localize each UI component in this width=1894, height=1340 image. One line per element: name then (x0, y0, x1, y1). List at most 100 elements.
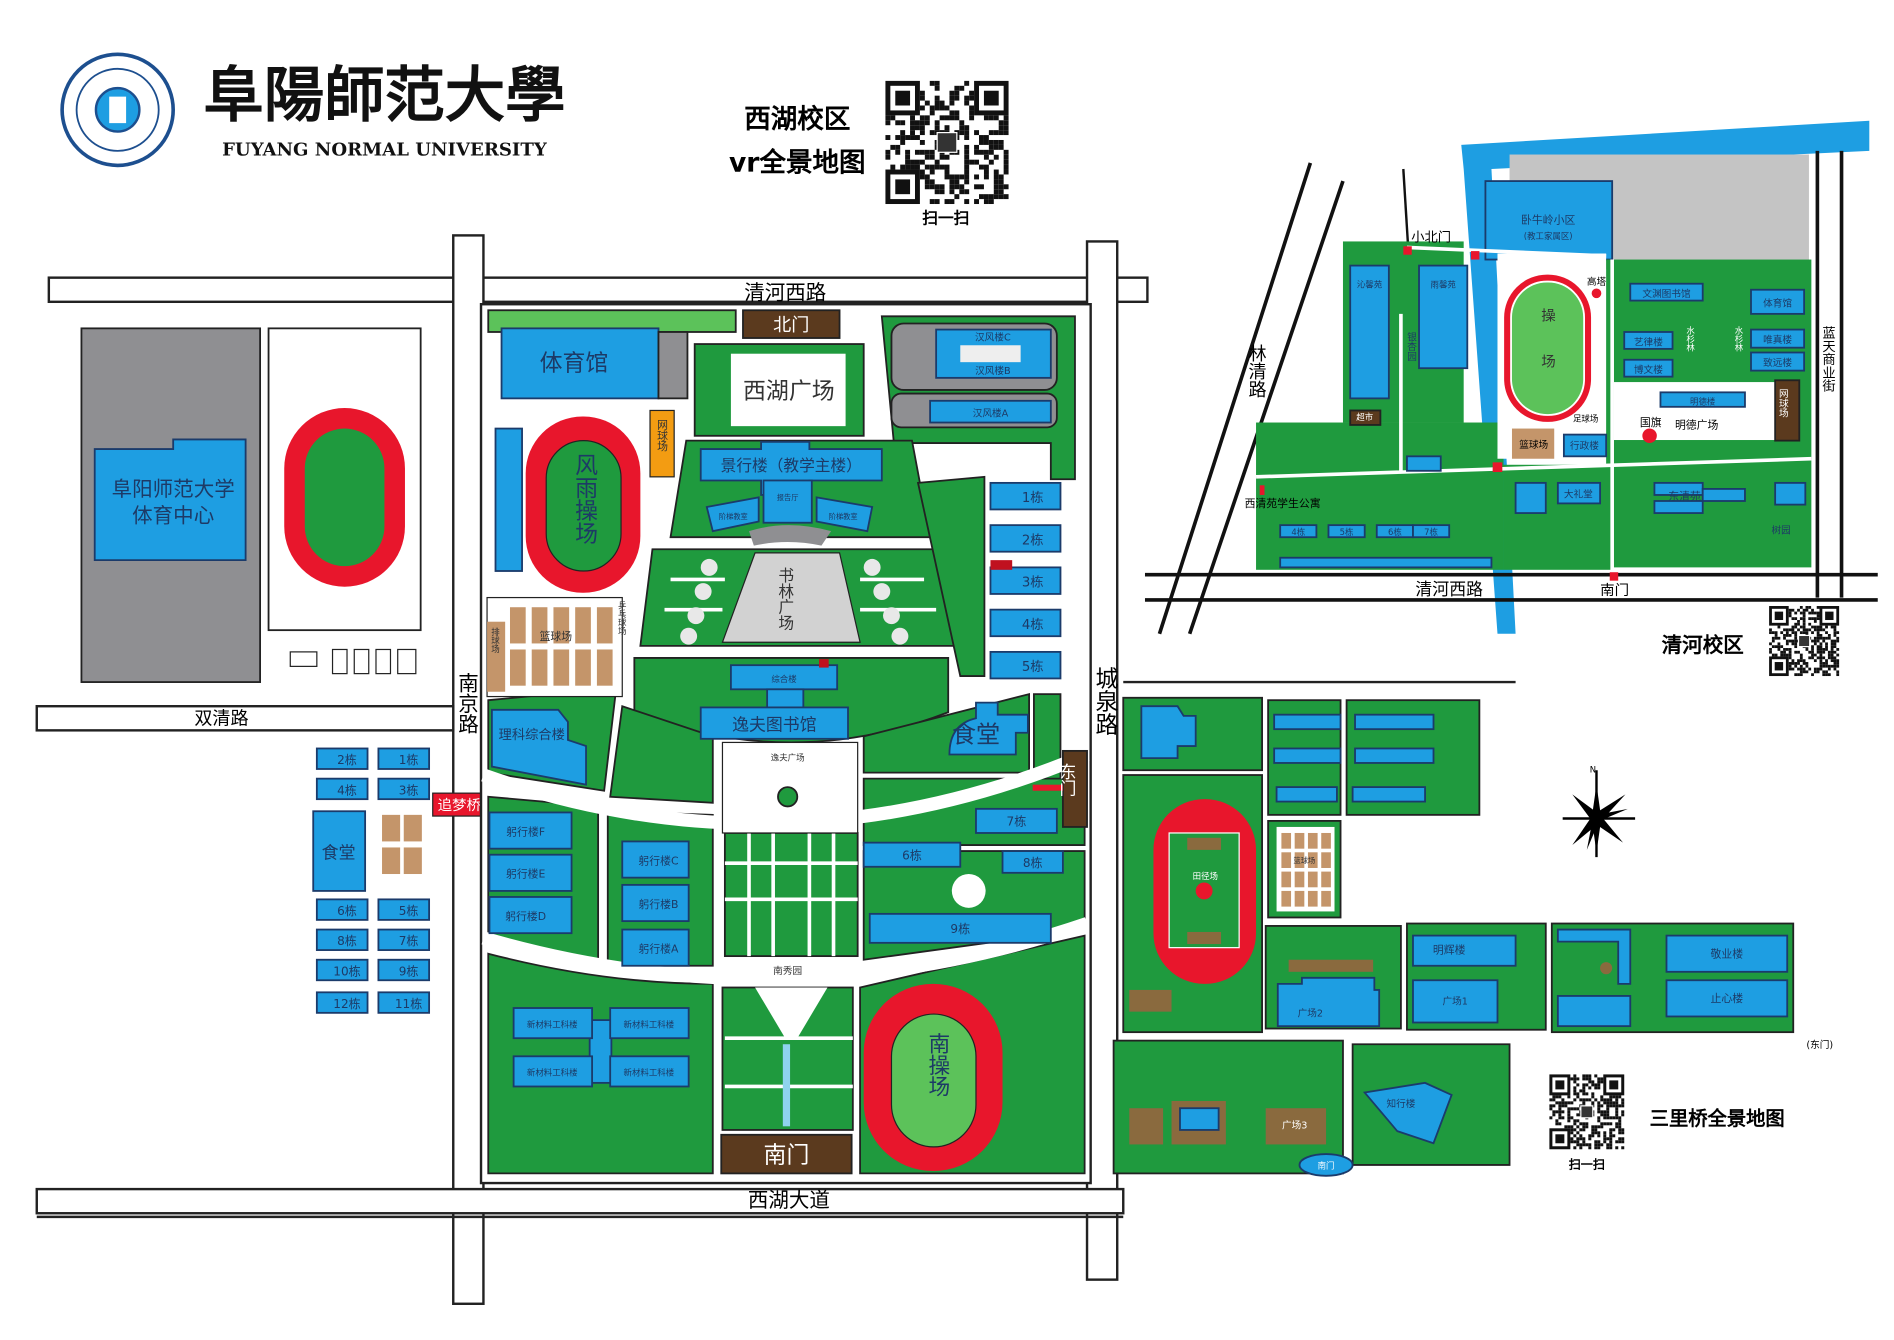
jingxing-label: 景行楼（教学主楼） (721, 456, 862, 475)
south-dorm-building[interactable] (1001, 850, 1064, 874)
gongxing-building[interactable] (488, 853, 573, 892)
gongxing-building[interactable] (488, 811, 573, 850)
east-dorm-building[interactable] (989, 650, 1062, 680)
east-dorm-building[interactable] (989, 608, 1062, 638)
science-building[interactable] (490, 708, 587, 786)
court (1307, 871, 1318, 888)
qr-code-qinghe[interactable] (1769, 606, 1840, 677)
west-dorm-building[interactable] (315, 928, 369, 951)
sanliqiao-campus (1112, 696, 1795, 1177)
bowen-label: 博文楼 (1634, 364, 1663, 376)
qinghe-south-gate-label: 南门 (1600, 582, 1629, 599)
south-dorm-building[interactable] (975, 807, 1058, 834)
south-track[interactable] (863, 983, 1003, 1171)
west-canteen[interactable] (312, 810, 367, 892)
east-dorm-building[interactable] (989, 481, 1062, 511)
gongxing-building[interactable] (621, 840, 690, 879)
qr-code-xihu[interactable] (885, 80, 1009, 205)
court (1307, 890, 1318, 907)
library-label: 逸夫图书馆 (732, 714, 816, 734)
qinghe-dorm-6: 6栋 (1388, 527, 1402, 537)
court (596, 607, 613, 644)
hanfeng-c-label: 汉风楼C (975, 331, 1011, 343)
qr-code-sanliqiao[interactable] (1549, 1074, 1625, 1150)
flag-label: 国旗 (1640, 415, 1662, 429)
qinghe-road-label: 清河西路 (1415, 579, 1483, 599)
basketball-courts[interactable] (486, 596, 623, 698)
square3-label: 广场3 (1282, 1120, 1307, 1132)
university-title-en: FUYANG NORMAL UNIVERSITY (222, 140, 548, 161)
xihu-north-gate[interactable] (742, 309, 841, 339)
west-dorm-building[interactable] (315, 991, 369, 1014)
admin-label: 行政楼 (1570, 440, 1599, 452)
court (1294, 871, 1305, 888)
south-dorm-label: 6栋 (902, 848, 922, 863)
shuishan-label-1: 水杉林 (1686, 325, 1696, 352)
materials-building[interactable] (609, 1007, 690, 1040)
qinghe-campus (1144, 120, 1878, 635)
west-dorm-building[interactable] (315, 958, 369, 982)
sports-center[interactable] (80, 327, 422, 683)
west-dorm-building[interactable] (377, 747, 431, 770)
xihu-east-gate[interactable] (1061, 749, 1088, 828)
mingde-square-label: 明德广场 (1675, 418, 1719, 432)
west-dorm-building[interactable] (377, 898, 431, 921)
tennis-label: 网球场 (656, 419, 669, 452)
south-dorm-building[interactable] (868, 912, 1052, 944)
west-dorm-building[interactable] (377, 777, 431, 801)
west-dorm-building[interactable] (377, 958, 431, 982)
yuxin-label: 雨馨苑 (1431, 279, 1457, 289)
court (1281, 852, 1292, 868)
bridge-label: 追梦桥 (438, 797, 482, 814)
qinghe-dorm-5: 5栋 (1340, 527, 1354, 537)
east-dorm-label: 1栋 (1022, 490, 1044, 506)
qinghe-library-label: 文渊图书馆 (1642, 288, 1691, 300)
library-complex[interactable] (699, 659, 849, 740)
south-dorm-building[interactable] (862, 841, 962, 868)
gongxing-building[interactable] (621, 928, 690, 967)
materials-building[interactable] (512, 1007, 593, 1040)
gongxing-building[interactable] (621, 883, 690, 923)
materials-building[interactable] (609, 1055, 690, 1088)
yilv-label: 艺律楼 (1634, 336, 1663, 348)
court (531, 649, 548, 686)
east-dorm-building[interactable] (989, 524, 1062, 553)
gongxing-label: 躬行楼C (638, 853, 678, 867)
xihu-gym[interactable] (500, 327, 660, 400)
family-area-label: 卧牛岭小区 (1521, 212, 1575, 226)
jingxing-building[interactable] (699, 440, 883, 546)
materials-building[interactable] (512, 1055, 593, 1088)
west-dorm-building[interactable] (377, 991, 431, 1014)
gongxing-label: 躬行楼E (506, 867, 546, 881)
court (1321, 890, 1331, 907)
xihu-canteen[interactable] (948, 701, 1029, 756)
west-dorm-building[interactable] (377, 928, 431, 951)
tennis-court[interactable] (649, 409, 675, 478)
fengyu-track[interactable] (494, 416, 641, 593)
shulin-square-label: 书林广场 (776, 567, 795, 631)
road-label-linqing: 林清路 (1246, 344, 1267, 398)
west-dorm-building[interactable] (315, 747, 369, 770)
west-dorm-label: 3栋 (399, 782, 419, 797)
hanfeng-buildings[interactable] (890, 322, 1058, 429)
materials-label: 新材料工科楼 (527, 1019, 578, 1029)
east-dorm-label: 3栋 (1022, 575, 1044, 591)
west-dorm-building[interactable] (315, 898, 369, 921)
materials-label: 新材料工科楼 (624, 1019, 675, 1029)
yifu-square-label: 逸夫广场 (771, 753, 805, 763)
court (1294, 852, 1305, 868)
road-label-xihu-avenue: 西湖大道 (748, 1188, 830, 1212)
qinghe-track-label: 操场 (1539, 308, 1555, 400)
east-dorm-label: 4栋 (1022, 617, 1044, 633)
materials-buildings: 新材料工科楼新材料工科楼新材料工科楼新材料工科楼 (512, 1007, 690, 1088)
zhiyuan-label: 致远楼 (1763, 357, 1792, 369)
xihu-south-gate[interactable] (720, 1133, 853, 1175)
qinghe-tennis-label: 网球场 (1777, 389, 1789, 419)
west-dorm-building[interactable] (315, 777, 369, 801)
gongxing-label: 躬行楼F (506, 824, 545, 838)
jingye-label: 敬业楼 (1711, 946, 1744, 960)
step-room-left-label: 阶梯教室 (719, 512, 748, 521)
gongxing-building[interactable] (488, 896, 573, 935)
east-dorm-building[interactable] (989, 566, 1062, 595)
